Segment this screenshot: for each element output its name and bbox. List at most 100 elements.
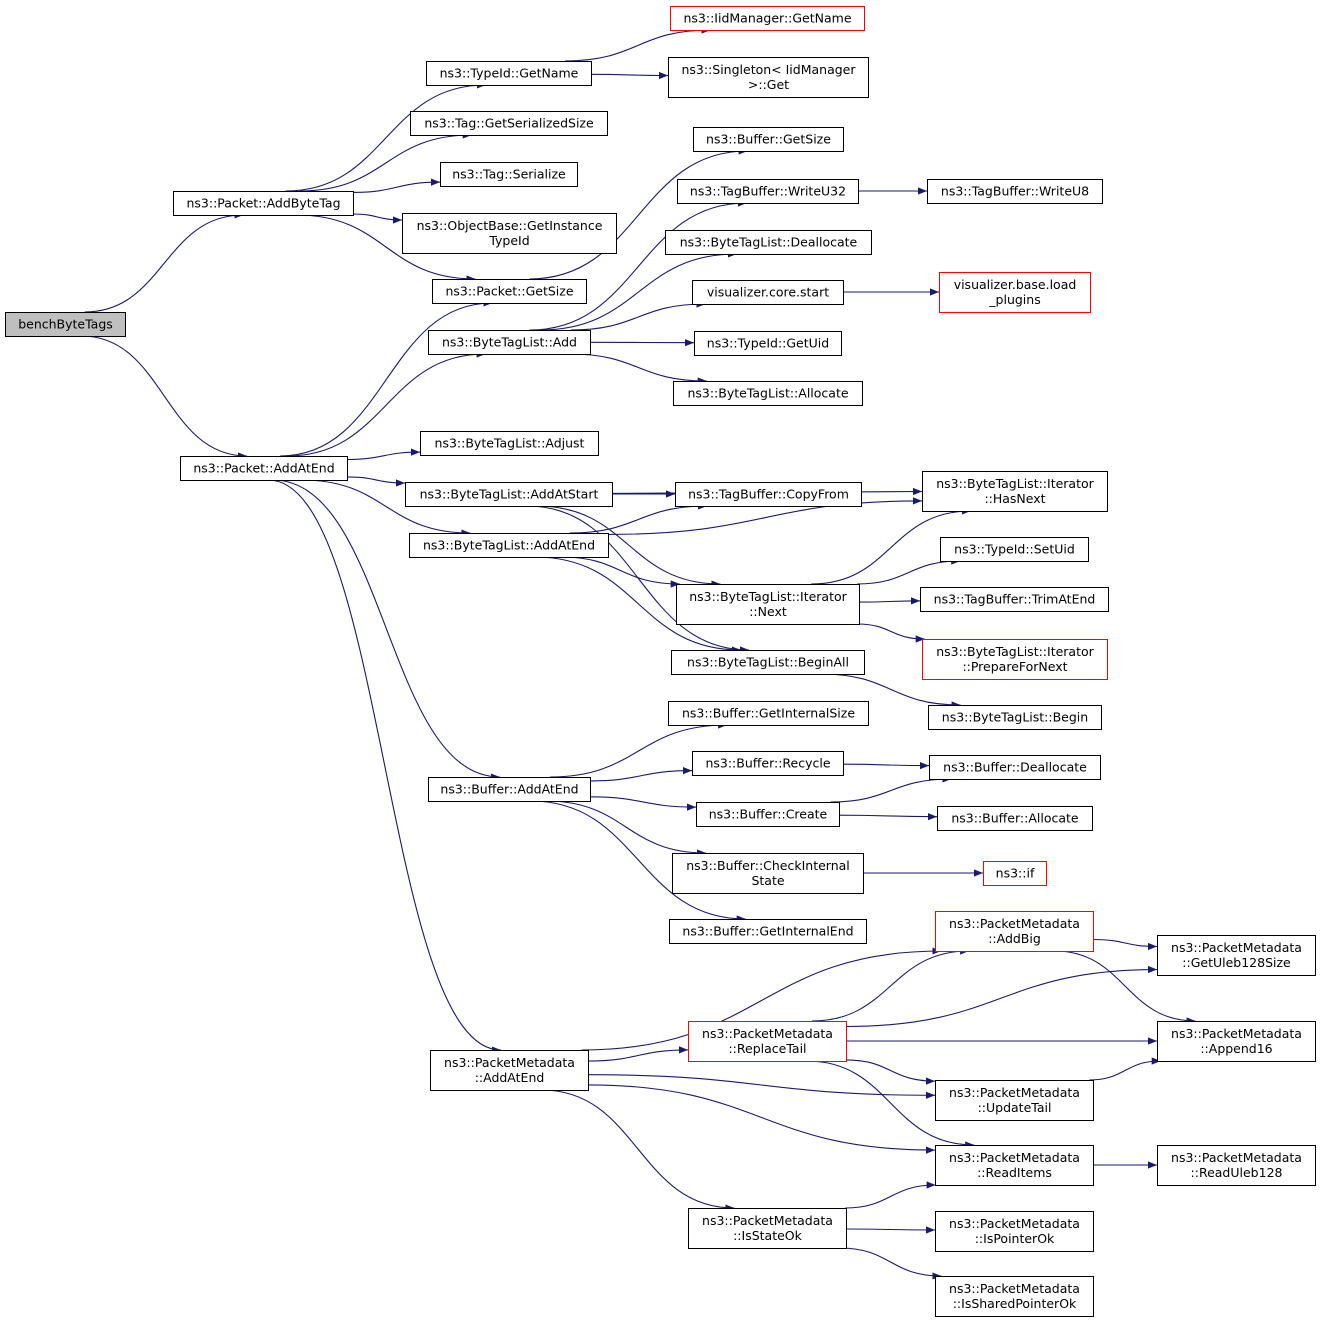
node-label: ns3::TagBuffer::TrimAtEnd (934, 592, 1096, 607)
node-is-pointer-ok[interactable]: ns3::PacketMetadata::IsPointerOk (935, 1211, 1094, 1252)
node-add-byte-tag[interactable]: ns3::Packet::AddByteTag (173, 191, 354, 216)
node-pmadd-at-end[interactable]: ns3::PacketMetadata::AddAtEnd (430, 1050, 589, 1091)
node-box (937, 806, 1093, 831)
node-get-uleb[interactable]: ns3::PacketMetadata::GetUleb128Size (1157, 935, 1316, 976)
call-edge-replace-tail-to-read-items (806, 1060, 975, 1149)
node-packet-get-size[interactable]: ns3::Packet::GetSize (432, 279, 587, 304)
call-edge-bench-byte-tags-to-packet-add-at-end (81, 335, 248, 460)
node-write-u32[interactable]: ns3::TagBuffer::WriteU32 (677, 179, 859, 204)
node-update-tail[interactable]: ns3::PacketMetadata::UpdateTail (935, 1080, 1094, 1121)
node-label: ::GetUleb128Size (1182, 955, 1291, 970)
node-label: ns3::PacketMetadata (949, 1150, 1080, 1165)
node-label: ns3::Buffer::GetSize (706, 132, 831, 147)
call-edge-buf-add-at-end-to-buf-create (589, 796, 697, 811)
call-edge-btladd-at-end-to-iter-next (561, 556, 680, 588)
node-singleton-get[interactable]: ns3::Singleton< IidManager>::Get (668, 57, 869, 98)
node-btldeallocate[interactable]: ns3::ByteTagList::Deallocate (665, 230, 872, 255)
node-label: ns3::TagBuffer::WriteU32 (690, 184, 846, 199)
node-prepare-for-next[interactable]: ns3::ByteTagList::Iterator::PrepareForNe… (922, 639, 1108, 680)
node-tag-serialize[interactable]: ns3::Tag::Serialize (440, 162, 578, 187)
call-edge-buf-create-to-buf-deallocate (830, 775, 952, 803)
node-label: ns3::PacketMetadata (702, 1213, 833, 1228)
node-box (675, 482, 862, 507)
node-iid-get-name[interactable]: ns3::IidManager::GetName (670, 6, 865, 31)
call-edge-packet-add-at-end-to-btladd-at-end (301, 479, 471, 537)
call-edge-add-byte-tag-to-tag-serialize (352, 178, 441, 193)
call-edge-btladd-at-end-to-copy-from (569, 502, 707, 534)
node-label: _plugins (988, 292, 1040, 307)
node-begin-all[interactable]: ns3::ByteTagList::BeginAll (671, 650, 865, 675)
node-buf-add-at-end[interactable]: ns3::Buffer::AddAtEnd (428, 777, 591, 802)
node-box (676, 584, 860, 625)
node-buffer-get-size[interactable]: ns3::Buffer::GetSize (693, 127, 844, 152)
node-add-big[interactable]: ns3::PacketMetadata::AddBig (935, 911, 1094, 952)
node-box (935, 1211, 1094, 1252)
node-tag-get-serialized-size[interactable]: ns3::Tag::GetSerializedSize (410, 111, 608, 136)
node-has-next[interactable]: ns3::ByteTagList::Iterator::HasNext (922, 471, 1108, 512)
node-recycle[interactable]: ns3::Buffer::Recycle (692, 751, 844, 776)
node-is-shared-pointer-ok[interactable]: ns3::PacketMetadata::IsSharedPointerOk (935, 1276, 1094, 1317)
node-box (673, 381, 863, 406)
node-buf-allocate[interactable]: ns3::Buffer::Allocate (937, 806, 1093, 831)
function-nodes: benchByteTagsns3::Packet::AddByteTagns3:… (5, 6, 1316, 1317)
call-edge-packet-add-at-end-to-btladjust (346, 448, 421, 461)
call-edge-add-big-to-append16 (1054, 950, 1196, 1025)
node-get-internal-end[interactable]: ns3::Buffer::GetInternalEnd (669, 919, 867, 944)
node-packet-add-at-end[interactable]: ns3::Packet::AddAtEnd (180, 456, 348, 481)
node-label: ns3::PacketMetadata (444, 1055, 575, 1070)
node-buf-deallocate[interactable]: ns3::Buffer::Deallocate (929, 755, 1101, 780)
node-get-internal-size[interactable]: ns3::Buffer::GetInternalSize (668, 701, 869, 726)
node-bench-byte-tags[interactable]: benchByteTags (5, 312, 126, 337)
node-iter-next[interactable]: ns3::ByteTagList::Iterator::Next (676, 584, 860, 625)
node-label: ns3::ByteTagList::Iterator (936, 476, 1094, 491)
node-vis-load[interactable]: visualizer.base.load_plugins (939, 272, 1091, 313)
call-edge-btladd-at-start-to-iter-next (536, 505, 721, 588)
node-read-uleb[interactable]: ns3::PacketMetadata::ReadUleb128 (1157, 1145, 1316, 1186)
node-btladjust[interactable]: ns3::ByteTagList::Adjust (420, 431, 599, 456)
node-label: ns3::Tag::Serialize (452, 167, 566, 182)
node-vis-start[interactable]: visualizer.core.start (692, 280, 844, 305)
node-label: ::ReadItems (977, 1165, 1052, 1180)
node-btlbegin[interactable]: ns3::ByteTagList::Begin (928, 705, 1102, 730)
node-copy-from[interactable]: ns3::TagBuffer::CopyFrom (675, 482, 862, 507)
node-btlallocate[interactable]: ns3::ByteTagList::Allocate (673, 381, 863, 406)
node-buf-create[interactable]: ns3::Buffer::Create (696, 802, 840, 827)
node-label: ::IsSharedPointerOk (953, 1296, 1077, 1311)
node-write-u8[interactable]: ns3::TagBuffer::WriteU8 (927, 179, 1103, 204)
node-box (935, 1145, 1094, 1186)
node-label: ns3::PacketMetadata (702, 1026, 833, 1041)
node-box (1157, 935, 1316, 976)
call-edge-buf-create-to-buf-allocate (838, 813, 938, 821)
call-edge-pmadd-at-end-to-update-tail (587, 1074, 936, 1099)
node-label: ns3::TypeId::SetUid (954, 542, 1075, 557)
node-get-uid[interactable]: ns3::TypeId::GetUid (694, 331, 842, 356)
node-label: ns3::Buffer::Create (709, 807, 828, 822)
node-trim-at-end[interactable]: ns3::TagBuffer::TrimAtEnd (920, 587, 1109, 612)
node-btladd[interactable]: ns3::ByteTagList::Add (428, 330, 591, 355)
node-replace-tail[interactable]: ns3::PacketMetadata::ReplaceTail (688, 1021, 847, 1062)
call-edge-packet-add-at-end-to-buf-add-at-end (272, 479, 500, 781)
node-btladd-at-end[interactable]: ns3::ByteTagList::AddAtEnd (409, 533, 609, 558)
node-box (668, 701, 869, 726)
node-label: ns3::TypeId::GetName (440, 66, 579, 81)
call-edge-add-byte-tag-to-type-id-get-name (285, 81, 486, 192)
call-edge-add-byte-tag-to-tag-get-serialized-size (299, 131, 472, 192)
node-is-state-ok[interactable]: ns3::PacketMetadata::IsStateOk (688, 1208, 847, 1249)
call-edge-add-big-to-get-uleb (1092, 938, 1158, 951)
node-label: benchByteTags (18, 317, 113, 332)
call-edge-packet-add-at-end-to-btladd-at-start (346, 476, 406, 487)
node-read-items[interactable]: ns3::PacketMetadata::ReadItems (935, 1145, 1094, 1186)
node-label: ns3::Buffer::AddAtEnd (440, 782, 578, 797)
node-ns3-if[interactable]: ns3::if (983, 861, 1047, 886)
call-edge-iter-next-to-prepare-for-next (857, 623, 925, 643)
node-label: ns3::PacketMetadata (949, 916, 1080, 931)
call-edge-packet-add-at-end-to-packet-get-size (280, 299, 493, 457)
node-btladd-at-start[interactable]: ns3::ByteTagList::AddAtStart (405, 482, 613, 507)
node-box (430, 1050, 589, 1091)
node-append16[interactable]: ns3::PacketMetadata::Append16 (1157, 1021, 1316, 1062)
node-type-id-get-name[interactable]: ns3::TypeId::GetName (426, 61, 592, 86)
node-box (939, 272, 1091, 313)
node-set-uid[interactable]: ns3::TypeId::SetUid (940, 537, 1089, 562)
